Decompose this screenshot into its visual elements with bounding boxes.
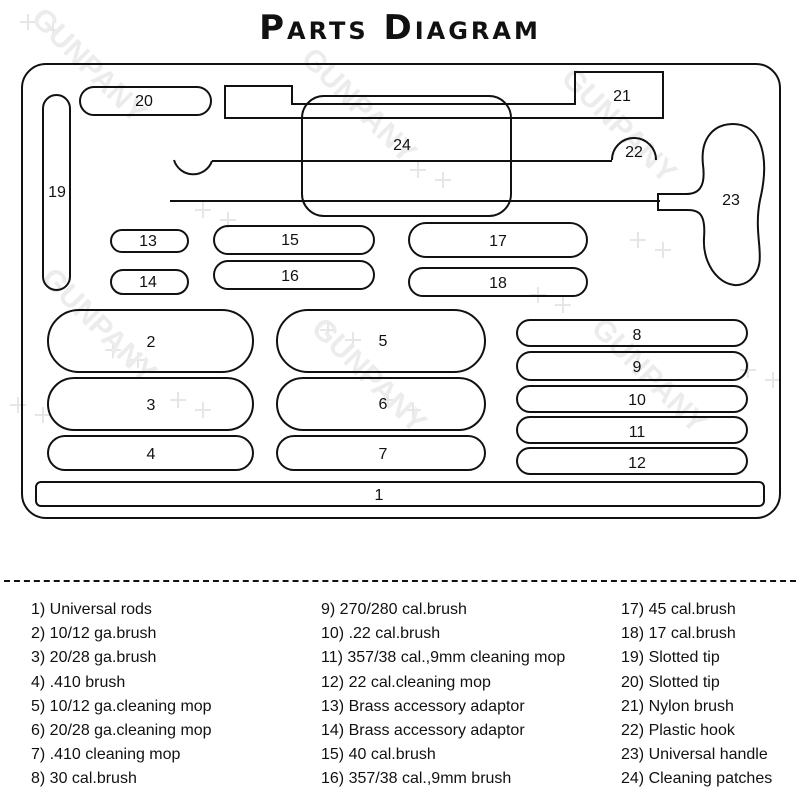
legend-item: 3) 20/28 ga.brush bbox=[31, 649, 157, 667]
legend-item: 15) 40 cal.brush bbox=[321, 746, 436, 764]
slot-4 bbox=[47, 435, 254, 471]
legend-item: 1) Universal rods bbox=[31, 601, 152, 618]
part-number-8: 8 bbox=[633, 327, 642, 344]
legend-item: 10) .22 cal.brush bbox=[321, 625, 441, 643]
slot-15 bbox=[213, 225, 375, 255]
part-number-9: 9 bbox=[633, 359, 642, 376]
legend-item: 7) .410 cleaning mop bbox=[31, 746, 181, 764]
page-title: Parts Diagram bbox=[259, 8, 541, 48]
part-number-18: 18 bbox=[489, 275, 507, 292]
slot-8 bbox=[516, 319, 748, 347]
case-outline bbox=[21, 63, 781, 519]
part-number-3: 3 bbox=[147, 397, 156, 414]
part-number-10: 10 bbox=[628, 392, 646, 409]
part-number-13: 13 bbox=[139, 233, 157, 250]
part-number-12: 12 bbox=[628, 455, 646, 472]
part-number-24: 24 bbox=[393, 137, 411, 154]
slot-3 bbox=[47, 377, 254, 431]
legend-item: 12) 22 cal.cleaning mop bbox=[321, 673, 491, 691]
part-number-2: 2 bbox=[147, 334, 156, 351]
part-number-5: 5 bbox=[379, 333, 388, 350]
slot-1 bbox=[35, 481, 765, 507]
dashed-divider bbox=[4, 580, 796, 582]
part-number-22: 22 bbox=[625, 144, 643, 161]
legend-item: 24) Cleaning patches bbox=[621, 770, 773, 788]
part-number-15: 15 bbox=[281, 232, 299, 249]
slot-14 bbox=[110, 269, 189, 295]
slot-6 bbox=[276, 377, 486, 431]
slot-10 bbox=[516, 385, 748, 413]
part-number-7: 7 bbox=[379, 446, 388, 463]
legend-item: 13) Brass accessory adaptor bbox=[321, 697, 525, 715]
legend-item: 17) 45 cal.brush bbox=[621, 601, 736, 618]
slot-18 bbox=[408, 267, 588, 297]
legend-item: 18) 17 cal.brush bbox=[621, 625, 736, 643]
legend-column-3: 17) 45 cal.brush 18) 17 cal.brush 19) Sl… bbox=[621, 598, 772, 792]
part-number-11: 11 bbox=[629, 424, 646, 441]
part-number-14: 14 bbox=[139, 274, 157, 291]
legend-item: 8) 30 cal.brush bbox=[31, 770, 137, 788]
parts-diagram: 1 2 3 4 5 6 7 8 9 10 11 12 13 14 15 16 1… bbox=[21, 63, 781, 519]
legend-item: 6) 20/28 ga.cleaning mop bbox=[31, 722, 212, 740]
slot-5 bbox=[276, 309, 486, 373]
slot-11 bbox=[516, 416, 748, 444]
legend-item: 14) Brass accessory adaptor bbox=[321, 722, 525, 740]
slot-20 bbox=[79, 86, 212, 116]
legend-column-1: 1) Universal rods 2) 10/12 ga.brush 3) 2… bbox=[31, 598, 212, 792]
slot-12 bbox=[516, 447, 748, 475]
part-number-4: 4 bbox=[147, 446, 156, 463]
part-number-6: 6 bbox=[379, 396, 388, 413]
slot-23 bbox=[657, 122, 766, 287]
legend-column-2: 9) 270/280 cal.brush 10) .22 cal.brush 1… bbox=[321, 598, 565, 792]
slot-21 bbox=[224, 71, 664, 119]
legend-item: 22) Plastic hook bbox=[621, 722, 735, 740]
legend-item: 11) 357/38 cal.,9mm cleaning mop bbox=[321, 649, 566, 667]
part-number-21: 21 bbox=[613, 88, 631, 105]
part-number-16: 16 bbox=[281, 268, 299, 285]
slot-24 bbox=[301, 95, 512, 217]
legend-item: 9) 270/280 cal.brush bbox=[321, 601, 467, 618]
legend-item: 2) 10/12 ga.brush bbox=[31, 625, 157, 643]
legend-item: 23) Universal handle bbox=[621, 746, 768, 764]
slot-13 bbox=[110, 229, 189, 253]
slot-7 bbox=[276, 435, 486, 471]
legend-item: 4) .410 brush bbox=[31, 673, 126, 691]
legend-item: 5) 10/12 ga.cleaning mop bbox=[31, 697, 212, 715]
legend-item: 16) 357/38 cal.,9mm brush bbox=[321, 770, 512, 788]
slot-9 bbox=[516, 351, 748, 381]
legend-item: 20) Slotted tip bbox=[621, 673, 720, 691]
hook-rod bbox=[173, 159, 612, 176]
part-number-17: 17 bbox=[489, 233, 507, 250]
part-number-19: 19 bbox=[48, 184, 66, 201]
part-number-20: 20 bbox=[135, 93, 153, 110]
part-number-1: 1 bbox=[375, 487, 384, 504]
slot-16 bbox=[213, 260, 375, 290]
slot-17 bbox=[408, 222, 588, 258]
slot-19 bbox=[42, 94, 71, 291]
slot-2 bbox=[47, 309, 254, 373]
legend-item: 19) Slotted tip bbox=[621, 649, 720, 667]
part-number-23: 23 bbox=[722, 192, 740, 209]
slot-22 bbox=[611, 137, 657, 161]
legend-item: 21) Nylon brush bbox=[621, 697, 734, 715]
